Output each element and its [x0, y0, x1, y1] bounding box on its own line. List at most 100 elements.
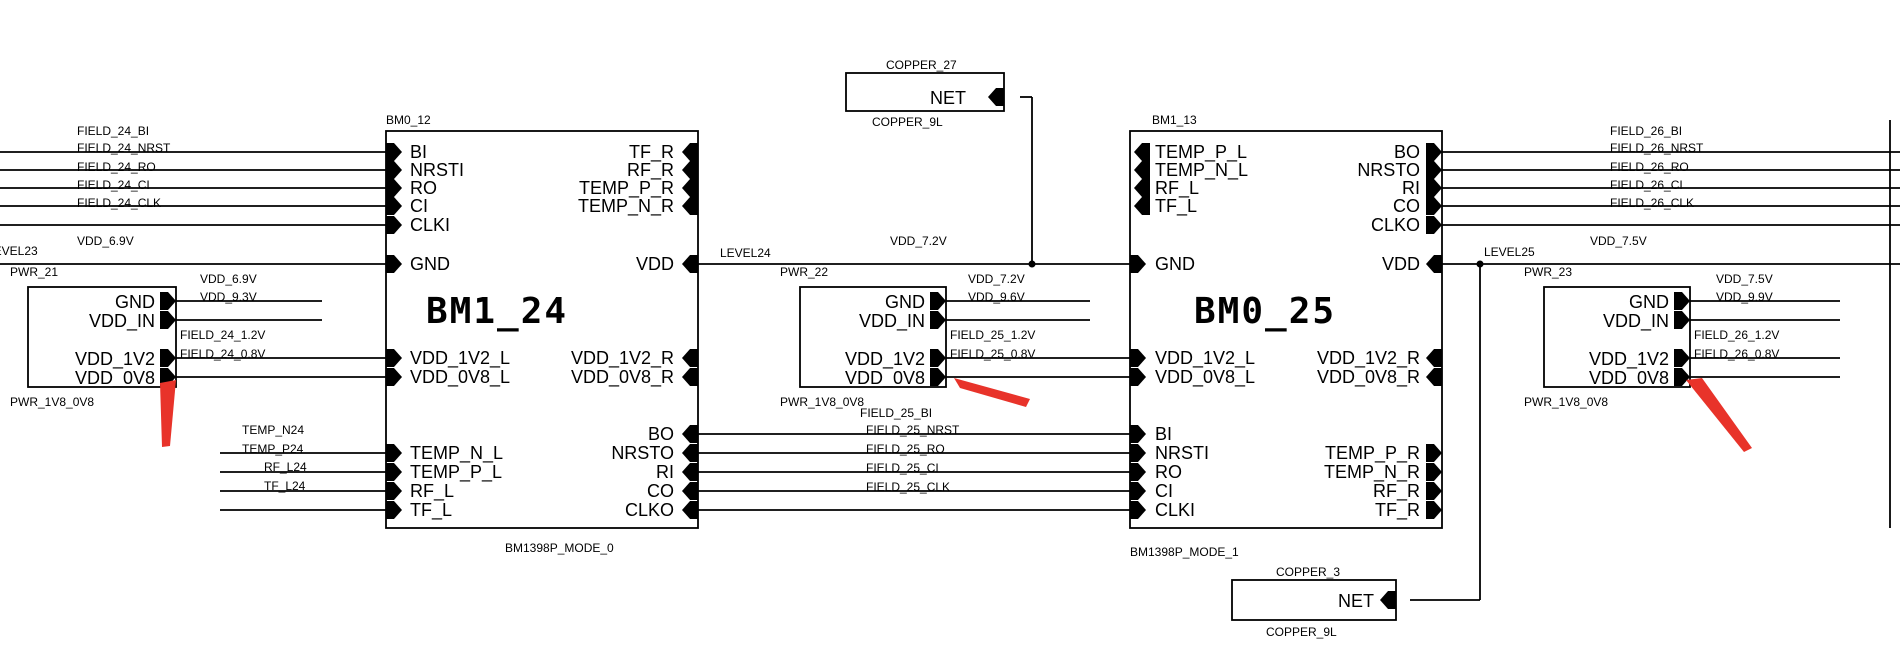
net-label-f24-1v2: FIELD_24_1.2V: [180, 328, 265, 342]
net-label-field24-nrst: FIELD_24_NRST: [77, 141, 171, 155]
bm1-24-pin-bo: BO: [648, 424, 674, 444]
pwr22-pin-vdd-in: VDD_IN: [859, 311, 925, 332]
bm0-25-pin-vdd-0v8-l: VDD_0V8_L: [1155, 367, 1255, 388]
bm0-25-pin-rf-r: RF_R: [1373, 481, 1420, 502]
net-label-f24-0v8: FIELD_24_0.8V: [180, 347, 265, 361]
net-label-vdd-9-6v: VDD_9.6V: [968, 290, 1025, 304]
pwr22-pin-gnd: GND: [885, 292, 925, 312]
middle-nets: LEVEL24 VDD_7.2V FIELD_25_BI FIELD_25_NR…: [698, 96, 1130, 511]
bm1-24-pin-vdd-0v8-l: VDD_0V8_L: [410, 367, 510, 388]
pwr23-ref: PWR_23: [1524, 265, 1572, 279]
power-block-pwr21: PWR_21 GND VDD_IN VDD_1V2 VDD_0V8 PWR_1V…: [10, 265, 386, 409]
bm1-24-pin-tf-l: TF_L: [410, 500, 452, 521]
net-label-f25-0v8: FIELD_25_0.8V: [950, 347, 1035, 361]
net-label-field26-ci: FIELD_26_CI: [1610, 178, 1683, 192]
net-label-level23: LEVEL23: [0, 244, 38, 258]
bm1-24-pin-nrsto: NRSTO: [611, 443, 674, 463]
net-label-vdd-7-2v: VDD_7.2V: [890, 234, 947, 248]
module-bm1-24-part: BM1398P_MODE_0: [505, 541, 614, 555]
pwr22-pin-vdd-1v2: VDD_1V2: [845, 349, 925, 370]
bm0-25-pin-temp-n-l: TEMP_N_L: [1155, 160, 1248, 181]
bm0-25-pin-nrsto: NRSTO: [1357, 160, 1420, 180]
net-label-f26-1v2: FIELD_26_1.2V: [1694, 328, 1779, 342]
red-arrow-annotation: [160, 380, 176, 447]
net-label-field26-nrst: FIELD_26_NRST: [1610, 141, 1704, 155]
net-label-field25-ci: FIELD_25_CI: [866, 461, 939, 475]
bm0-25-pin-rf-l: RF_L: [1155, 178, 1199, 199]
copper-block-27: COPPER_27 NET COPPER_9L: [845, 58, 1005, 129]
bm1-24-pin-temp-n-r: TEMP_N_R: [578, 196, 674, 217]
bm1-24-pin-ro: RO: [410, 178, 437, 198]
net-label-tf-l24: TF_L24: [264, 479, 306, 493]
pwr22-pin-vdd-0v8: VDD_0V8: [845, 368, 925, 389]
net-label-vdd-6-9v: VDD_6.9V: [77, 234, 134, 248]
net-label-field26-bi: FIELD_26_BI: [1610, 124, 1682, 138]
bm0-25-pin-vdd-1v2-r: VDD_1V2_R: [1317, 348, 1420, 369]
bm0-25-pin-nrsti: NRSTI: [1155, 443, 1209, 463]
bm1-24-pin-ci: CI: [410, 196, 428, 216]
copper3-pin-net: NET: [1338, 591, 1374, 611]
bm1-24-pin-gnd: GND: [410, 254, 450, 274]
module-bm0-25: BM1_13 BM0_25 BM1398P_MODE_1 TEMP_P_L TE…: [1129, 113, 1443, 559]
bm1-24-pin-vdd: VDD: [636, 254, 674, 274]
pwr23-pin-gnd: GND: [1629, 292, 1669, 312]
bm0-25-pin-temp-n-r: TEMP_N_R: [1324, 462, 1420, 483]
net-label-field25-bi: FIELD_25_BI: [860, 406, 932, 420]
net-label-vdd-7-5v: VDD_7.5V: [1590, 234, 1647, 248]
bm1-24-pin-vdd-1v2-r: VDD_1V2_R: [571, 348, 674, 369]
net-label-vdd-9-9v: VDD_9.9V: [1716, 290, 1773, 304]
bm0-25-pin-bi: BI: [1155, 424, 1172, 444]
net-label-field24-bi: FIELD_24_BI: [77, 124, 149, 138]
net-label-rf-l24: RF_L24: [264, 460, 307, 474]
pwr23-pin-vdd-0v8: VDD_0V8: [1589, 368, 1669, 389]
bm0-25-pin-ro: RO: [1155, 462, 1182, 482]
copper-block-3: COPPER_3 NET COPPER_9L: [1231, 565, 1397, 639]
module-bm1-24: BM0_12 BM1_24 BM1398P_MODE_0 BI NRSTI RO…: [385, 113, 699, 555]
bm1-24-pin-temp-n-l: TEMP_N_L: [410, 443, 503, 464]
net-label-field24-ci: FIELD_24_CI: [77, 178, 150, 192]
bm0-25-pin-tf-l: TF_L: [1155, 196, 1197, 217]
module-bm0-25-name: BM0_25: [1194, 291, 1336, 332]
copper3-ref: COPPER_3: [1276, 565, 1340, 579]
bm0-25-pin-tf-r: TF_R: [1375, 500, 1420, 521]
temp24-nets: TEMP_N24 TEMP_P24 RF_L24 TF_L24: [220, 423, 386, 511]
bm1-24-pin-ri: RI: [656, 462, 674, 482]
pwr22-part: PWR_1V8_0V8: [780, 395, 864, 409]
bm1-24-pin-tf-r: TF_R: [629, 142, 674, 163]
copper3-part: COPPER_9L: [1266, 625, 1337, 639]
bm0-25-pin-vdd-1v2-l: VDD_1V2_L: [1155, 348, 1255, 369]
net-label-field25-clk: FIELD_25_CLK: [866, 480, 950, 494]
net-label-field26-ro: FIELD_26_RO: [1610, 160, 1689, 174]
bm0-25-pin-bo: BO: [1394, 142, 1420, 162]
pwr22-ref: PWR_22: [780, 265, 828, 279]
copper27-pin-net: NET: [930, 88, 966, 108]
net-label-field25-ro: FIELD_25_RO: [866, 442, 945, 456]
red-arrow-annotation: [954, 378, 1030, 407]
bm1-24-pin-co: CO: [647, 481, 674, 501]
bm0-25-pin-clki: CLKI: [1155, 500, 1195, 520]
module-bm1-24-ref: BM0_12: [386, 113, 431, 127]
net-label-vdd-7-5v-b: VDD_7.5V: [1716, 272, 1773, 286]
module-bm1-24-name: BM1_24: [426, 291, 568, 332]
bm0-25-pin-gnd: GND: [1155, 254, 1195, 274]
pwr23-pin-vdd-in: VDD_IN: [1603, 311, 1669, 332]
pwr23-part: PWR_1V8_0V8: [1524, 395, 1608, 409]
net-label-level24: LEVEL24: [720, 246, 771, 260]
bm1-24-pin-bi: BI: [410, 142, 427, 162]
module-bm0-25-part: BM1398P_MODE_1: [1130, 545, 1239, 559]
bm0-25-pin-co: CO: [1393, 196, 1420, 216]
bm1-24-pin-rf-r: RF_R: [627, 160, 674, 181]
net-label-field24-clk: FIELD_24_CLK: [77, 196, 161, 210]
net-label-vdd-7-2v-b: VDD_7.2V: [968, 272, 1025, 286]
net-label-f25-1v2: FIELD_25_1.2V: [950, 328, 1035, 342]
pwr21-ref: PWR_21: [10, 265, 58, 279]
bm0-25-pin-clko: CLKO: [1371, 215, 1420, 235]
right-nets: LEVEL25 VDD_7.5V FIELD_26_BI FIELD_26_NR…: [1410, 120, 1900, 601]
net-label-f26-0v8: FIELD_26_0.8V: [1694, 347, 1779, 361]
copper27-ref: COPPER_27: [886, 58, 957, 72]
net-label-level25: LEVEL25: [1484, 245, 1535, 259]
net-label-field24-ro: FIELD_24_RO: [77, 160, 156, 174]
bm1-24-pin-rf-l: RF_L: [410, 481, 454, 502]
bm1-24-pin-clki: CLKI: [410, 215, 450, 235]
